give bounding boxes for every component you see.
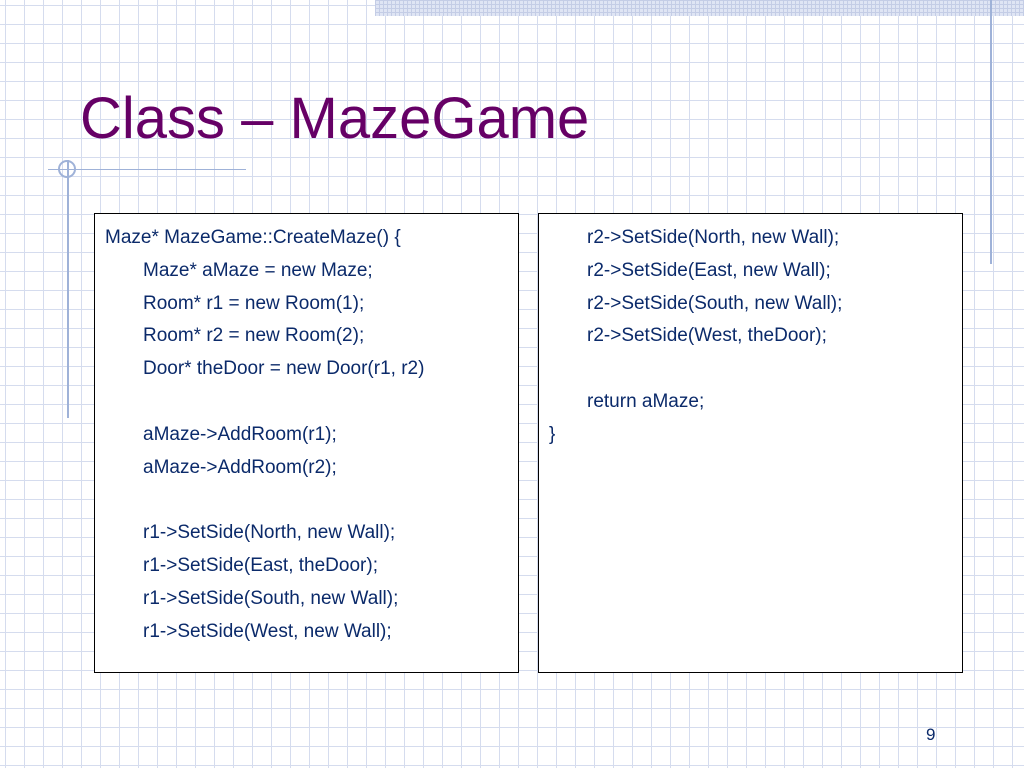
code-line-right: r2->SetSide(North, new Wall); xyxy=(587,227,840,248)
code-box-left: Maze* MazeGame::CreateMaze() {Maze* aMaz… xyxy=(94,213,519,673)
code-box-right: r2->SetSide(North, new Wall); r2->SetSide… xyxy=(538,213,963,673)
slide-title: Class – MazeGame xyxy=(80,86,590,151)
code-line-right xyxy=(549,353,962,386)
top-decoration-band xyxy=(375,0,1024,16)
code-line-right: r2->SetSide(South, new Wall); xyxy=(587,292,843,314)
code-line-left: r1->SetSide(East, theDoor); xyxy=(143,554,378,576)
title-underline xyxy=(48,169,246,170)
right-accent-line xyxy=(990,0,992,264)
code-line-left: Maze* MazeGame::CreateMaze() { xyxy=(105,227,401,248)
code-line-left: Door* theDoor = new Door(r1, r2) xyxy=(143,358,425,380)
code-line-left: Room* r2 = new Room(2); xyxy=(143,325,365,347)
code-line-right: } xyxy=(549,423,556,445)
code-line-left: r1->SetSide(South, new Wall); xyxy=(143,587,399,609)
code-line-right: r2->SetSide(East, new Wall); xyxy=(587,259,831,281)
code-line-left xyxy=(105,386,518,419)
page-number: 9 xyxy=(926,725,936,744)
code-line-left: aMaze->AddRoom(r2); xyxy=(143,456,337,478)
code-line-right: return aMaze; xyxy=(587,390,705,412)
code-line-left xyxy=(105,484,518,517)
code-line-left: r1->SetSide(West, new Wall); xyxy=(143,620,392,642)
crosshair-circle-icon xyxy=(58,160,76,178)
left-accent-line xyxy=(67,160,69,418)
code-line-left: aMaze->AddRoom(r1); xyxy=(143,423,337,445)
code-line-left: r1->SetSide(North, new Wall); xyxy=(143,522,396,544)
code-line-left: Maze* aMaze = new Maze; xyxy=(143,259,373,281)
code-line-right: r2->SetSide(West, theDoor); xyxy=(587,325,827,347)
code-line-left: Room* r1 = new Room(1); xyxy=(143,292,365,314)
